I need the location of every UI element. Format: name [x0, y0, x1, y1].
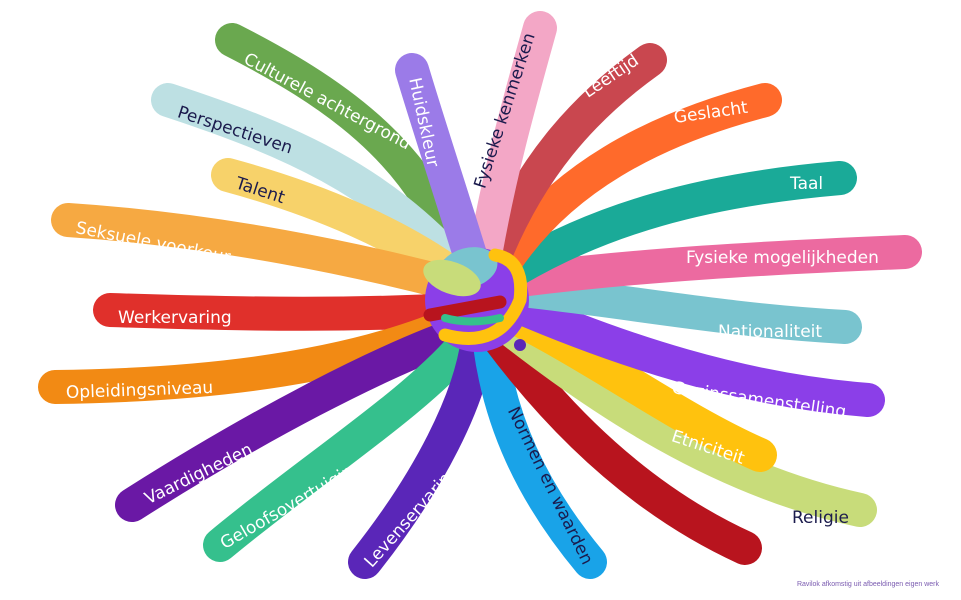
ribbon-taal — [498, 161, 857, 287]
ribbon-fysieke-mogelijkheden — [503, 235, 922, 297]
ribbon-levenservaringen — [348, 323, 495, 579]
ribbon-label-nationaliteit: Nationaliteit — [718, 322, 822, 342]
ribbon-label-religie: Religie — [792, 508, 849, 528]
image-credit: Ravilok afkomstig uit afbeeldingen eigen… — [796, 581, 939, 588]
ribbon-leeftijd — [478, 43, 667, 272]
ribbon-seksuele-voorkeur — [51, 203, 472, 302]
ribbon-label-fysieke-mogelijkheden: Fysieke mogelijkheden — [686, 248, 879, 268]
ribbon-neurodiversiteit — [483, 323, 762, 565]
ribbon-huidskleur — [395, 53, 487, 272]
ribbon-fysieke-kenmerken — [468, 11, 557, 272]
ribbon-label-opleidingsniveau: Opleidingsniveau — [66, 378, 214, 403]
ribbon-geslacht — [488, 83, 782, 279]
ribbon-culturele-achtergrond — [215, 23, 475, 277]
ribbon-nationaliteit — [503, 273, 862, 344]
ribbon-normen-en-waarden — [473, 328, 607, 579]
ribbon-label-taal: Taal — [789, 174, 823, 194]
ribbon-werkervaring — [93, 293, 472, 331]
ribbon-perspectieven — [151, 83, 477, 287]
ribbon-gezinssamenstelling — [498, 288, 885, 417]
ribbon-label-werkervaring: Werkervaring — [118, 308, 232, 328]
center-knot — [423, 247, 529, 352]
ribbon-geloofsovertuigingen — [203, 323, 485, 562]
ribbon-religie — [488, 308, 877, 527]
ribbon-vaardigheden — [115, 313, 487, 522]
